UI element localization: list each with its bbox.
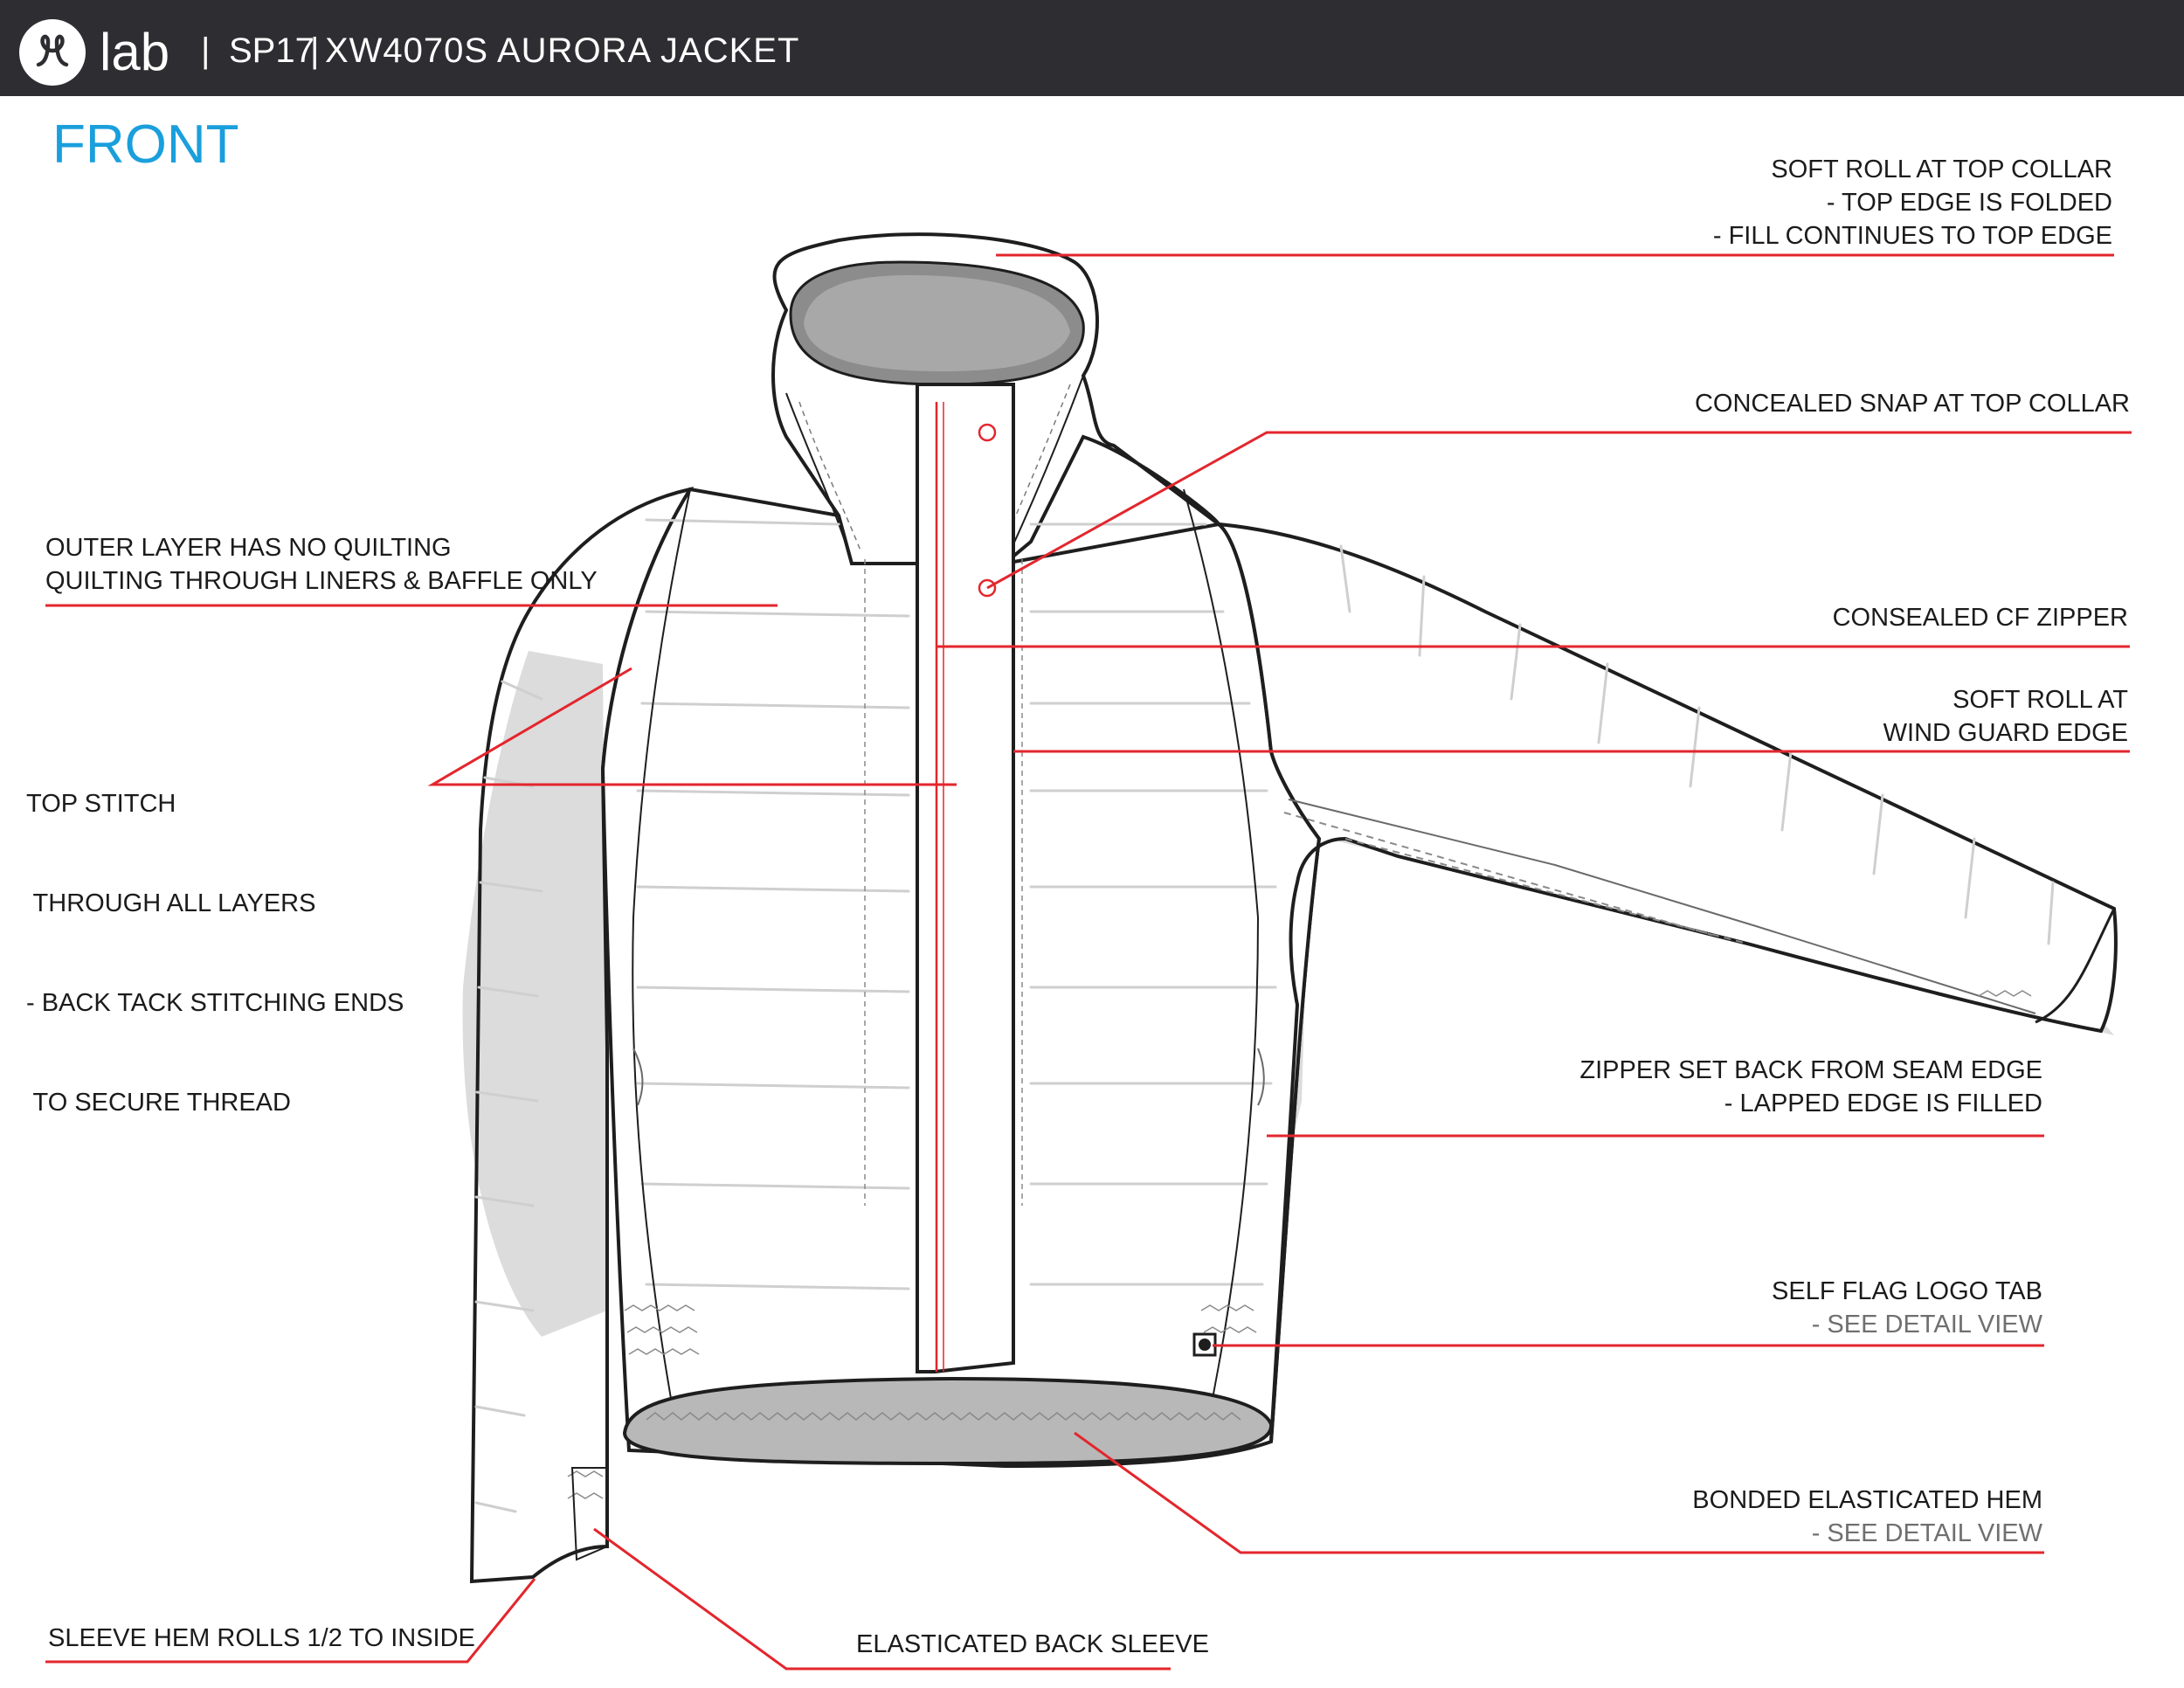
header-separator: |	[201, 31, 211, 70]
callout-zipper-set-back: ZIPPER SET BACK FROM SEAM EDGE - LAPPED …	[1579, 1056, 2042, 1117]
callout-leader-lines	[45, 253, 2132, 1671]
header-separator: |	[310, 31, 320, 70]
left-pocket-zipper	[632, 1048, 644, 1106]
left-side-panel-seam	[632, 488, 691, 1434]
left-sleeve-elastic-panel	[570, 1467, 608, 1561]
snap-top-icon	[978, 423, 997, 442]
callout-top-collar: SOFT ROLL AT TOP COLLAR - TOP EDGE IS FO…	[1712, 156, 2112, 250]
collar-stitch-left	[798, 401, 861, 551]
right-side-panel-seam	[1183, 488, 1260, 1434]
collar-left-seam	[785, 392, 853, 564]
callout-cf-zipper: CONSEALED CF ZIPPER	[1832, 604, 2128, 632]
hood-lining	[804, 275, 1070, 371]
elastic-hem	[622, 1376, 1274, 1466]
brand-name: lab	[100, 23, 170, 81]
elastic-side-panels	[567, 990, 2032, 1499]
callout-wind-guard: SOFT ROLL AT WIND GUARD EDGE	[1883, 686, 2128, 747]
self-flag-logo-tab-icon	[1192, 1332, 1217, 1357]
callout-outer-layer: OUTER LAYER HAS NO QUILTING QUILTING THR…	[45, 534, 598, 595]
quilting-lines	[474, 518, 2055, 1513]
right-pocket-zipper	[1257, 1048, 1265, 1106]
right-sleeve-outline	[1213, 522, 2118, 1442]
right-sleeve-cuff	[2035, 908, 2116, 1024]
callout-elastic-hem: BONDED ELASTICATED HEM - SEE DETAIL VIEW	[1692, 1486, 2042, 1547]
callout-logo-tab: SELF FLAG LOGO TAB - SEE DETAIL VIEW	[1772, 1277, 2042, 1339]
snap-bottom-icon	[978, 578, 997, 598]
view-title: FRONT	[52, 114, 239, 175]
callout-top-stitch: TOP STITCH THROUGH ALL LAYERS - BACK TAC…	[26, 790, 404, 1117]
callout-concealed-snap: CONCEALED SNAP AT TOP COLLAR	[1694, 390, 2130, 418]
right-sleeve-inner-seam	[1283, 812, 1748, 944]
callout-back-sleeve: ELASTICATED BACK SLEEVE	[856, 1630, 1209, 1658]
title-bar: lab | SP17 | XW4070S AURORA JACKET	[0, 0, 2184, 96]
collar-stitch-right	[999, 384, 1071, 551]
right-sleeve-underseam	[1288, 799, 2036, 1014]
wind-guard-placket	[916, 383, 1015, 1373]
elastic-hem-zigzag	[646, 1412, 1241, 1421]
style-name: XW4070S AURORA JACKET	[325, 31, 800, 70]
lululemon-logo-icon	[19, 19, 86, 86]
season-code: SP17	[229, 31, 314, 70]
callout-sleeve-hem: SLEEVE HEM ROLLS 1/2 TO INSIDE	[48, 1624, 475, 1652]
